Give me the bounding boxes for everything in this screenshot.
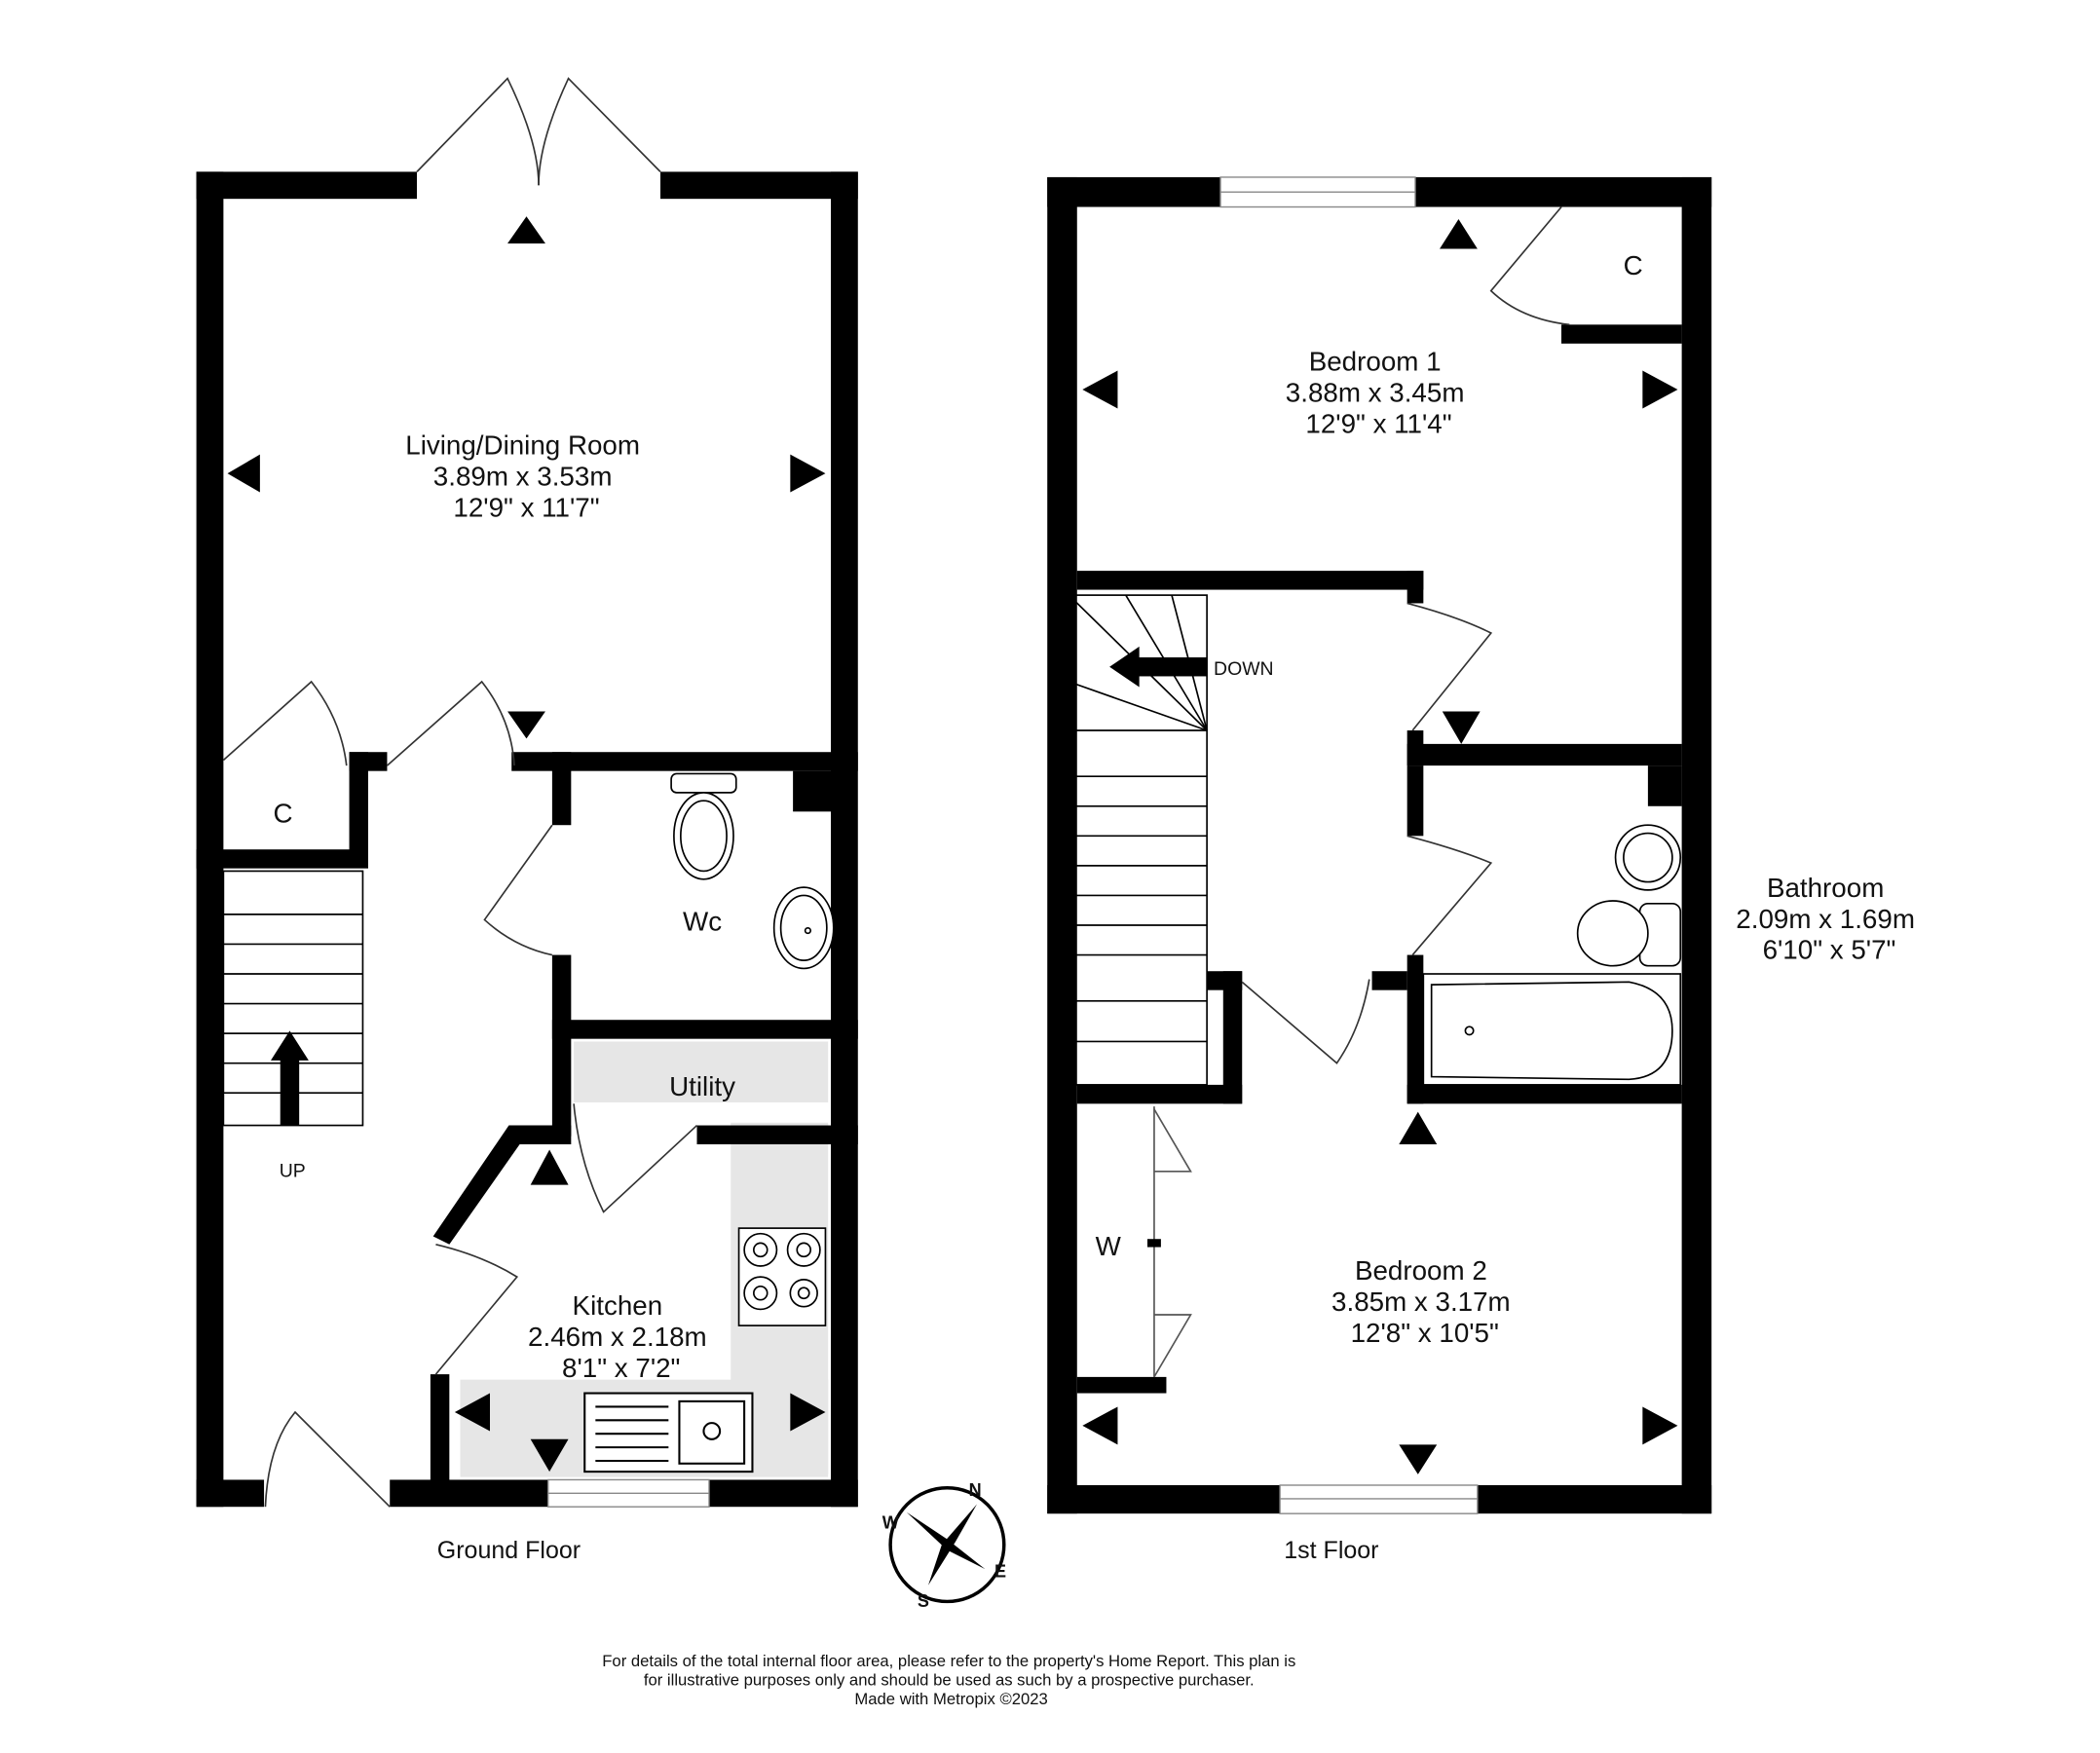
hob-icon	[737, 1227, 827, 1326]
compass-icon: N E S W	[882, 1480, 1006, 1611]
compass-n: N	[969, 1480, 982, 1500]
disclaimer-line-3: Made with Metropix ©2023	[854, 1690, 1047, 1708]
bedroom2-window	[1279, 1484, 1479, 1514]
stairs-up-arrow-icon	[271, 1030, 309, 1126]
first-walls	[1047, 176, 1712, 1514]
svg-text:Bedroom 2 3.85m x 3.17m: Bedroom 2 3.85m x 3.17m 12'8" x 10'5"	[1331, 1255, 1518, 1348]
ground-doors	[222, 77, 698, 1508]
kitchen-metric: 2.46m x 2.18m	[528, 1322, 707, 1352]
bath-icon	[1422, 973, 1682, 1086]
living-room-name: Living/Dining Room	[405, 430, 640, 461]
first-floor-plan: Bedroom 1 3.88m x 3.45m 12'9" x 11'4" Be…	[1047, 176, 1922, 1564]
bathroom-imperial: 6'10" x 5'7"	[1763, 935, 1896, 965]
first-floor-label: 1st Floor	[1284, 1537, 1378, 1564]
svg-text:Kitchen 2.46m x 2.18m: Kitchen 2.46m x 2.18m 8'1" x 7'2"	[528, 1290, 714, 1383]
wc-basin-icon	[772, 886, 835, 970]
bedroom2-name: Bedroom 2	[1355, 1255, 1487, 1286]
bedroom2-imperial: 12'8" x 10'5"	[1351, 1318, 1499, 1348]
svg-text:Living/Dining Room 3.89m: Living/Dining Room 3.89m x 3.53m 12'9" x…	[405, 430, 647, 523]
ground-floor-plan: Living/Dining Room 3.89m x 3.53m 12'9" x…	[196, 77, 858, 1564]
kitchen-name: Kitchen	[573, 1290, 663, 1321]
wardrobe-handle	[1147, 1239, 1161, 1248]
stairs-up-label: UP	[280, 1160, 306, 1181]
first-dimension-arrows	[1082, 219, 1678, 1474]
first-stairs	[1068, 594, 1208, 1086]
bathroom-toilet-icon	[1576, 900, 1682, 967]
ground-stairs	[222, 870, 364, 1127]
wardrobe-label: W	[1096, 1231, 1122, 1261]
svg-text:For details of the total inter: For details of the total internal floor …	[602, 1652, 1300, 1708]
stairs-down-arrow-icon	[1109, 646, 1208, 688]
kitchen-imperial: 8'1" x 7'2"	[562, 1353, 680, 1383]
bedroom2-metric: 3.85m x 3.17m	[1331, 1287, 1511, 1317]
disclaimer-line-2: for illustrative purposes only and shoul…	[644, 1671, 1255, 1690]
wc-label: Wc	[683, 907, 722, 937]
bedroom1-metric: 3.88m x 3.45m	[1286, 378, 1465, 408]
disclaimer-line-1: For details of the total internal floor …	[602, 1652, 1295, 1670]
bedroom1-name: Bedroom 1	[1309, 347, 1442, 377]
bathroom-basin-icon	[1614, 824, 1682, 891]
bathroom-metric: 2.09m x 1.69m	[1736, 904, 1915, 934]
sink-icon	[583, 1392, 754, 1473]
bedroom1-window	[1219, 176, 1416, 208]
living-room-metric: 3.89m x 3.53m	[433, 462, 613, 492]
svg-text:Bathroom 2.09m x 1.69m: Bathroom 2.09m x 1.69m 6'10" x 5'7"	[1736, 873, 1922, 965]
kitchen-window	[547, 1478, 710, 1508]
first-doors	[1241, 205, 1570, 1064]
compass-e: E	[994, 1561, 1006, 1581]
first-cupboard-label: C	[1624, 250, 1643, 280]
ground-floor-label: Ground Floor	[437, 1537, 581, 1564]
ground-dimension-arrows	[227, 216, 826, 1473]
compass-s: S	[918, 1591, 929, 1611]
svg-text:Bedroom 1 3.88m x 3.45m: Bedroom 1 3.88m x 3.45m 12'9" x 11'4"	[1286, 347, 1472, 439]
bedroom1-imperial: 12'9" x 11'4"	[1305, 408, 1451, 438]
utility-label: Utility	[669, 1071, 735, 1101]
compass-w: W	[882, 1512, 900, 1532]
bathroom-name: Bathroom	[1767, 873, 1884, 903]
stairs-down-label: DOWN	[1214, 658, 1274, 680]
ground-cupboard-label: C	[273, 798, 292, 828]
utility-counter	[574, 1041, 829, 1102]
ground-walls	[196, 171, 858, 1508]
living-room-imperial: 12'9" x 11'7"	[453, 493, 599, 523]
wc-toilet-icon	[670, 772, 737, 880]
